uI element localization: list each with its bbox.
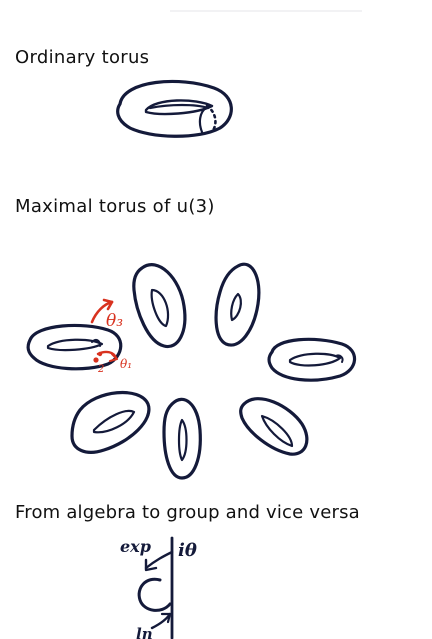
exp-label: exp: [120, 537, 151, 556]
heading-algebra-group: From algebra to group and vice versa: [15, 502, 360, 524]
two-label: 2: [97, 364, 104, 375]
theta3-label: θ₃: [106, 311, 123, 331]
torus-bottom-middle: [164, 399, 200, 478]
unit-circle: [139, 579, 170, 610]
exp-ln-sketch: exp iθ ln: [120, 537, 197, 639]
torus-bottom-left: [72, 393, 149, 453]
red-dot-2: [98, 352, 102, 356]
torus-top-right: [216, 264, 259, 345]
torus-left: [28, 325, 121, 368]
theta1-label: θ₁: [120, 357, 132, 371]
ln-label: ln: [136, 625, 153, 639]
theta-annotations: θ₃ θ₁ 2: [92, 300, 132, 375]
torus-bottom-right: [241, 399, 307, 455]
red-dot-1: [93, 357, 98, 362]
i-theta-label: iθ: [178, 540, 197, 561]
torus-top-left: [134, 265, 185, 347]
heading-maximal-torus: Maximal torus of u(3): [15, 196, 215, 218]
torus-right: [269, 339, 355, 380]
ordinary-torus: [118, 81, 232, 136]
